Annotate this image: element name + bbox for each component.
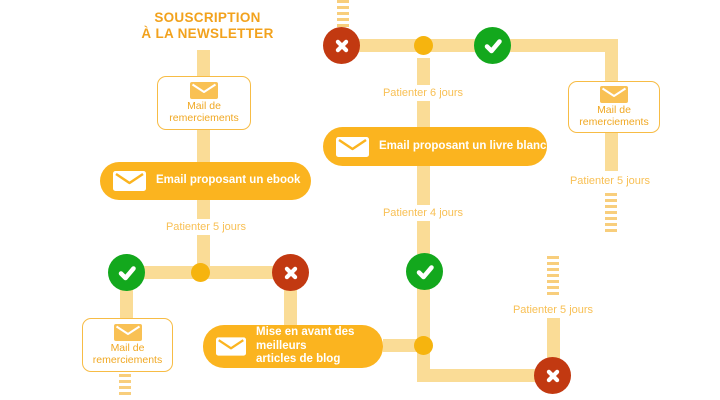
connector-line [605, 133, 618, 171]
thank-you-mail-label-line2: remerciements [169, 111, 239, 124]
envelope-icon [600, 86, 628, 103]
envelope-icon [336, 136, 369, 157]
thank-you-mail-node: Mail de remerciements [568, 81, 660, 133]
email-action-node: Mise en avant des meilleurs articles de … [203, 325, 383, 368]
check-icon [118, 265, 136, 280]
email-action-label-line2: articles de blog [256, 353, 341, 366]
email-action-node: Email proposant un livre blanc [323, 127, 547, 166]
connector-line [383, 339, 424, 352]
thank-you-mail-label-line2: remerciements [579, 115, 649, 128]
check-icon [416, 264, 434, 279]
page-title: SOUSCRIPTION À LA NEWSLETTER [105, 10, 310, 42]
thank-you-mail-label-line1: Mail de [597, 104, 631, 116]
dashed-connector [119, 374, 131, 398]
thank-you-mail-label-line1: Mail de [187, 100, 221, 112]
email-action-node: Email proposant un ebook [100, 162, 311, 200]
envelope-icon [113, 171, 146, 191]
connector-line [605, 45, 618, 83]
connector-line [547, 316, 560, 362]
junction-dot [414, 336, 433, 355]
connector-line [423, 369, 553, 382]
failure-node [323, 27, 360, 64]
page-title-line2: À LA NEWSLETTER [141, 26, 274, 41]
junction-dot [414, 36, 433, 55]
thank-you-mail-label-line2: remerciements [92, 353, 163, 366]
success-node [108, 254, 145, 291]
failure-node [272, 254, 309, 291]
thank-you-mail-label-line1: Mail de [110, 342, 145, 354]
page-title-line1: SOUSCRIPTION [154, 10, 261, 25]
envelope-icon [190, 82, 218, 99]
thank-you-mail-node: Mail de remerciements [157, 76, 251, 130]
success-node [406, 253, 443, 290]
connector-line [197, 129, 210, 163]
wait-label: Patienter 4 jours [363, 205, 483, 221]
envelope-icon [216, 337, 246, 356]
failure-node [534, 357, 571, 394]
dashed-connector [337, 0, 349, 28]
cross-icon [335, 39, 348, 52]
email-action-label-line1: Mise en avant des meilleurs [256, 326, 355, 352]
check-icon [484, 38, 502, 53]
success-node [474, 27, 511, 64]
connector-line [197, 50, 210, 78]
dashed-connector [547, 256, 559, 298]
cross-icon [284, 266, 297, 279]
dashed-connector [605, 193, 617, 233]
wait-label: Patienter 5 jours [493, 302, 613, 318]
email-action-label: Email proposant un ebook [156, 174, 301, 187]
wait-label: Patienter 6 jours [363, 85, 483, 101]
wait-label: Patienter 5 jours [550, 173, 670, 189]
junction-dot [191, 263, 210, 282]
thank-you-mail-node: Mail de remerciements [82, 318, 173, 372]
wait-label: Patienter 5 jours [146, 219, 266, 235]
email-action-label: Email proposant un livre blanc [379, 139, 547, 152]
cross-icon [546, 369, 559, 382]
envelope-icon [113, 324, 142, 341]
